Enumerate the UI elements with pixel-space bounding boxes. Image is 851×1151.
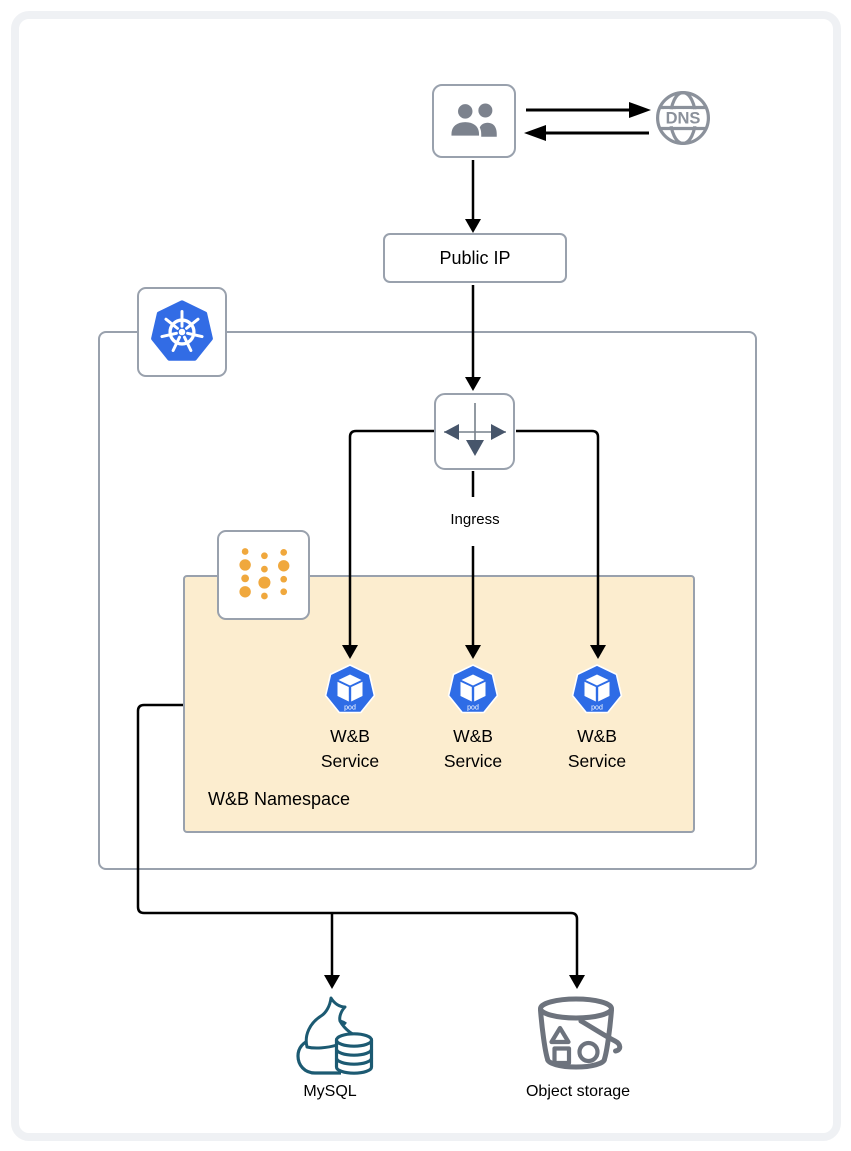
- pod-icon: pod: [571, 664, 623, 714]
- pod-node-2: pod: [446, 663, 500, 717]
- pod-label-line2: Service: [567, 751, 627, 771]
- pod-label-1: W&B Service: [290, 724, 410, 774]
- pod-badge: pod: [344, 705, 356, 712]
- arrow-users-to-public-ip: [465, 160, 481, 233]
- ingress-label: Ingress: [450, 511, 500, 528]
- kubernetes-node: [137, 287, 227, 377]
- kubernetes-cluster-boundary: [98, 331, 757, 870]
- pod-icon: pod: [324, 664, 376, 714]
- arrow-ingress-to-pod-2: [465, 471, 481, 659]
- users-icon: [449, 101, 497, 138]
- namespace-label: W&B Namespace: [208, 789, 351, 809]
- mysql-node: [291, 993, 375, 1081]
- dns-node: DNS: [653, 88, 713, 148]
- object-storage-node: [531, 995, 627, 1079]
- pod-badge: pod: [467, 705, 479, 712]
- pod-label-line2: Service: [320, 751, 380, 771]
- object-storage-label: Object storage: [525, 1083, 631, 1100]
- arrow-users-to-dns: [526, 102, 651, 118]
- arrow-ingress-to-pod-3: [516, 429, 606, 659]
- pod-label-line1: W&B: [330, 726, 370, 746]
- pod-node-1: pod: [323, 663, 377, 717]
- bucket-icon: [538, 996, 623, 1070]
- dns-label: DNS: [666, 110, 701, 128]
- public-ip-label: Public IP: [439, 247, 511, 268]
- arrow-namespace-to-object-storage: [136, 703, 585, 989]
- pod-label-line2: Service: [443, 751, 503, 771]
- k8s-namespace-dots-icon: [238, 548, 289, 600]
- namespace-icon-node: [217, 530, 310, 620]
- arrow-dns-to-users: [524, 125, 649, 141]
- public-ip-node: Public IP: [383, 233, 567, 283]
- dns-globe-icon: DNS: [656, 91, 710, 145]
- ingress-icon: [443, 402, 506, 456]
- ingress-node: [434, 393, 515, 470]
- arrow-namespace-to-mysql: [324, 913, 340, 989]
- arrow-public-ip-to-ingress: [465, 285, 481, 391]
- pod-node-3: pod: [570, 663, 624, 717]
- users-node: [432, 84, 516, 158]
- pod-badge: pod: [591, 705, 603, 712]
- pod-label-3: W&B Service: [537, 724, 657, 774]
- pod-label-line1: W&B: [453, 726, 493, 746]
- pod-label-2: W&B Service: [413, 724, 533, 774]
- arrow-ingress-to-pod-1: [342, 429, 434, 659]
- kubernetes-logo-icon: [151, 300, 213, 361]
- mysql-icon: [296, 996, 374, 1075]
- mysql-label: MySQL: [303, 1083, 357, 1100]
- pod-label-line1: W&B: [577, 726, 617, 746]
- pod-icon: pod: [447, 664, 499, 714]
